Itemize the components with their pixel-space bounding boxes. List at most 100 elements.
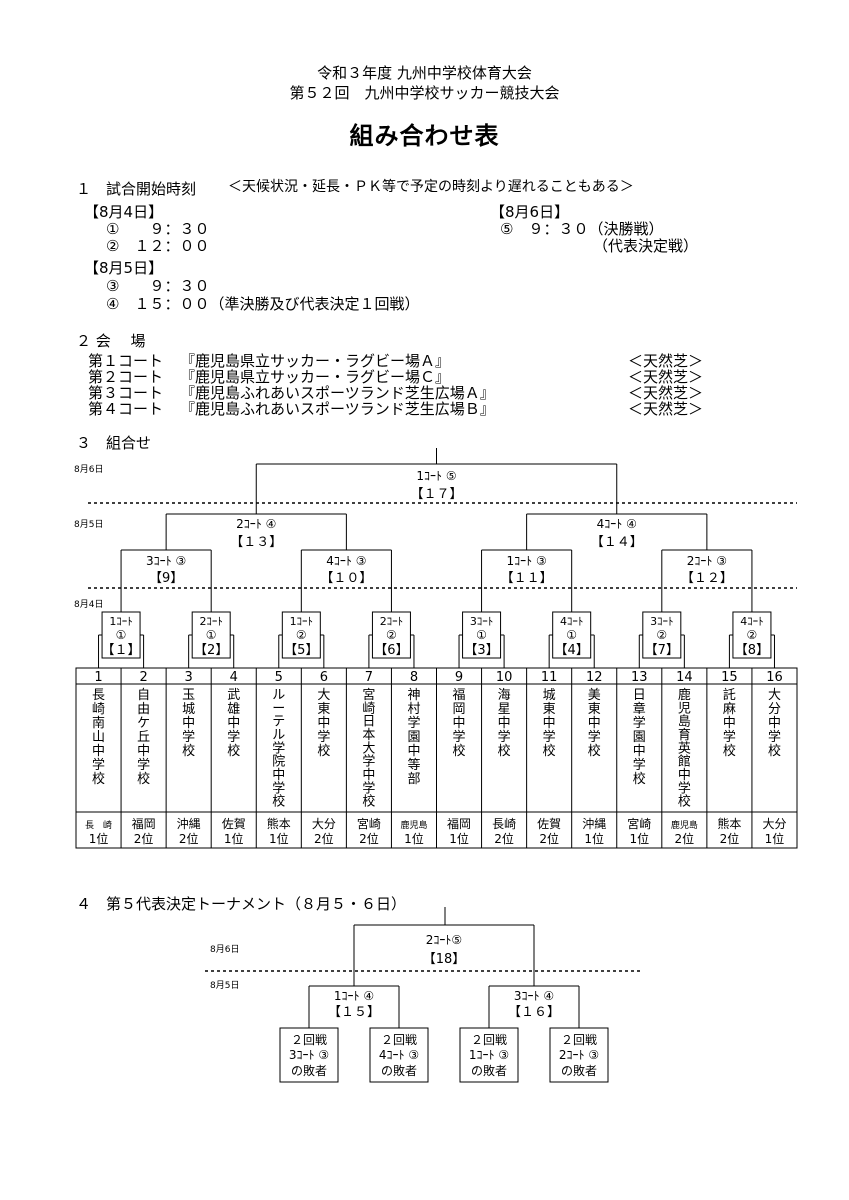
team-prefecture: 鹿児島 (671, 819, 698, 831)
page-title: 組み合わせ表 (349, 122, 500, 150)
quarter-match-number: 【9】 (149, 571, 183, 586)
team-name: 自由ケ丘中学校 (137, 688, 150, 787)
date-label-aug6: 8月6日 (74, 464, 103, 475)
team-name: 託麻中学校 (723, 687, 736, 759)
team-prefecture: 鹿児島 (400, 819, 427, 831)
court-surface: ＜天然芝＞ (628, 368, 704, 386)
loser-box-label: の敗者 (291, 1063, 327, 1078)
round1-match-number: 【１】 (102, 643, 141, 658)
round1-slot-label: ① (206, 628, 217, 642)
section1-heading: １ 試合開始時刻 (76, 180, 197, 198)
quarter-match-number: 【１１】 (501, 571, 553, 586)
quarter-court-label: 2ｺｰﾄ ③ (687, 554, 727, 568)
header-line1: 令和３年度 九州中学校体育大会 (317, 64, 532, 82)
slot4-time: ④ １５：００（準決勝及び代表決定１回戦） (106, 295, 420, 313)
round1-slot-label: ② (386, 628, 397, 642)
team-rank: 2位 (179, 831, 199, 846)
team-number: 7 (365, 670, 373, 685)
section1-note: ＜天候状況・延長・ＰＫ等で予定の時刻より遅れることもある＞ (228, 179, 634, 195)
loser-box-court: 3ｺｰﾄ ③ (289, 1048, 329, 1062)
round1-match-number: 【8】 (735, 643, 769, 658)
loser-box-round: ２回戦 (291, 1033, 327, 1047)
court-name: 第４コート (88, 400, 164, 418)
loser-box-court: 2ｺｰﾄ ③ (559, 1048, 599, 1062)
round1-slot-label: ① (476, 628, 487, 642)
team-name: 大分中学校 (768, 688, 781, 759)
team-number: 11 (541, 670, 558, 685)
round1-court-label: 2ｺｰﾄ (380, 615, 404, 628)
quarter-court-label: 1ｺｰﾄ ③ (507, 554, 547, 568)
consolation-final-court: 2ｺｰﾄ⑤ (426, 933, 462, 947)
team-rank: 2位 (720, 831, 740, 846)
slot2-time: ② １２：００ (106, 237, 210, 255)
round1-court-label: 3ｺｰﾄ (470, 615, 494, 628)
team-prefecture: 沖縄 (177, 816, 201, 831)
section2-heading: ２ 会 場 (76, 332, 146, 350)
court-venue: 『鹿児島県立サッカー・ラグビー場Ａ』 (180, 352, 451, 370)
slot1-time: ① ９：３０ (106, 220, 210, 238)
round1-slot-label: ① (116, 628, 127, 642)
court-venue: 『鹿児島ふれあいスポーツランド芝生広場Ｂ』 (180, 400, 495, 418)
round1-slot-label: ② (747, 628, 758, 642)
team-name: 玉城中学校 (182, 688, 195, 759)
section3-heading: ３ 組合せ (76, 434, 152, 452)
header-line2: 第５２回 九州中学校サッカー競技大会 (289, 84, 560, 102)
round1-court-label: 4ｺｰﾄ (560, 615, 584, 628)
team-number: 16 (766, 670, 783, 685)
team-number: 14 (676, 670, 693, 685)
date-label-aug6: 8月6日 (210, 944, 239, 955)
round1-match-number: 【7】 (645, 643, 679, 658)
team-rank: 1位 (269, 831, 289, 846)
consolation-semi-court: 1ｺｰﾄ ④ (334, 989, 374, 1003)
round1-court-label: 1ｺｰﾄ (290, 615, 314, 628)
team-prefecture: 沖縄 (582, 816, 606, 831)
day2-label: 【8月5日】 (84, 259, 164, 277)
team-name: 長崎南山中学校 (92, 688, 105, 787)
round1-slot-label: ① (566, 628, 577, 642)
round1-match-number: 【2】 (194, 643, 228, 658)
team-prefecture: 熊本 (267, 816, 291, 831)
team-rank: 2位 (134, 831, 154, 846)
round1-court-label: 2ｺｰﾄ (199, 615, 223, 628)
consolation-semi-match: 【１６】 (508, 1005, 560, 1020)
team-name: 日章学園中学校 (633, 688, 646, 787)
team-prefecture: 宮崎 (357, 816, 381, 831)
quarter-court-label: 3ｺｰﾄ ③ (146, 554, 186, 568)
team-prefecture: 長 崎 (85, 819, 112, 831)
team-prefecture: 福岡 (447, 816, 471, 831)
team-name: 大東中学校 (317, 688, 330, 759)
consolation-semi-court: 3ｺｰﾄ ④ (514, 989, 554, 1003)
round1-match-number: 【5】 (284, 643, 318, 658)
team-rank: 1位 (584, 831, 604, 846)
team-prefecture: 福岡 (132, 816, 156, 831)
semi-match-number: 【１３】 (230, 535, 282, 550)
team-name: ルーテル学院中学校 (272, 688, 285, 810)
team-prefecture: 長崎 (492, 817, 516, 831)
team-rank: 2位 (494, 831, 514, 846)
court-name: 第３コート (88, 384, 164, 402)
team-number: 2 (139, 670, 147, 685)
consolation-semi-match: 【１５】 (328, 1005, 380, 1020)
team-number: 13 (631, 670, 648, 685)
team-rank: 2位 (314, 831, 334, 846)
team-number: 10 (496, 670, 513, 685)
loser-box-label: の敗者 (561, 1063, 597, 1078)
team-rank: 1位 (449, 831, 469, 846)
loser-box-court: 1ｺｰﾄ ③ (469, 1048, 509, 1062)
team-rank: 2位 (539, 831, 559, 846)
team-name: 神村学園中等部 (407, 688, 420, 787)
team-rank: 2位 (675, 831, 695, 846)
slot5-time: ⑤ ９：３０（決勝戦） (500, 220, 664, 238)
date-label-aug5: 8月5日 (210, 980, 239, 991)
date-label-aug5: 8月5日 (74, 519, 103, 530)
slot5b-note: （代表決定戦） (593, 237, 699, 255)
team-name: 武雄中学校 (227, 688, 240, 759)
team-number: 1 (94, 670, 102, 685)
date-label-aug4: 8月4日 (74, 599, 103, 610)
team-number: 8 (410, 670, 418, 685)
court-surface: ＜天然芝＞ (628, 352, 704, 370)
team-number: 4 (230, 670, 238, 685)
quarter-court-label: 4ｺｰﾄ ③ (326, 554, 366, 568)
team-name: 城東中学校 (543, 688, 556, 759)
team-number: 12 (586, 670, 603, 685)
